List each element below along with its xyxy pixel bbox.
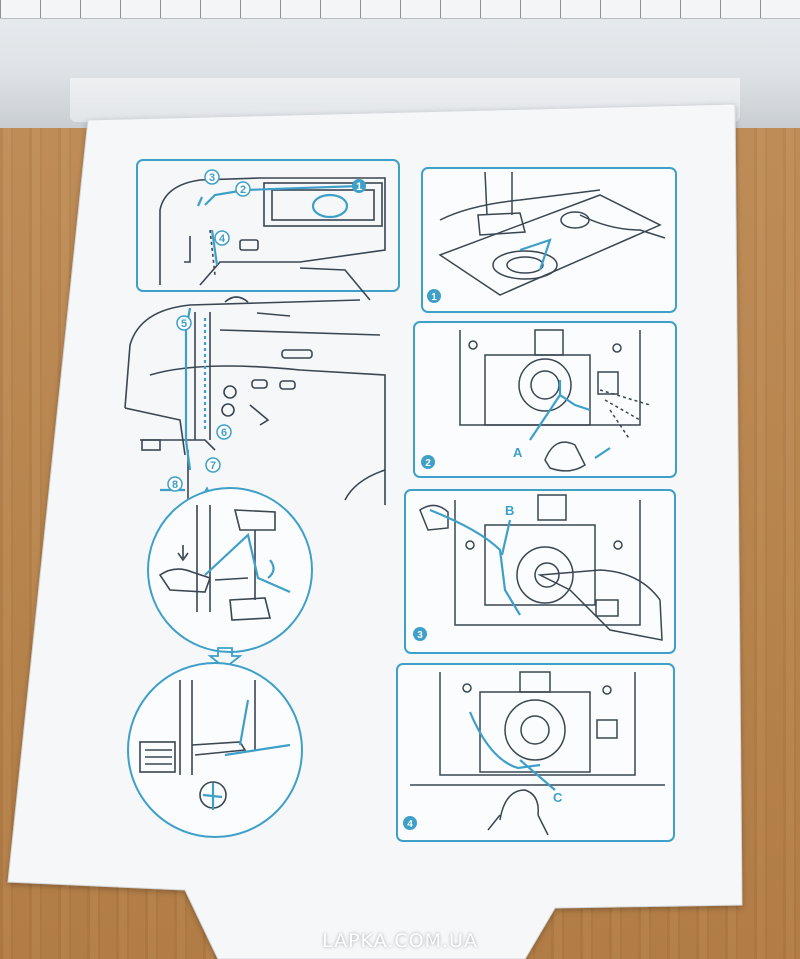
- machine-ruler: [0, 0, 800, 19]
- svg-text:1: 1: [356, 181, 362, 193]
- callout-label-b: B: [505, 503, 514, 518]
- needle-eye-zoom-circle: [127, 662, 303, 838]
- svg-text:6: 6: [221, 427, 227, 439]
- svg-text:8: 8: [172, 479, 178, 491]
- svg-text:4: 4: [407, 819, 413, 830]
- upper-thread-path: [196, 184, 361, 266]
- down-arrow-icon: [207, 647, 243, 670]
- svg-text:1: 1: [431, 292, 437, 303]
- callout-label-c: C: [553, 790, 563, 805]
- svg-text:2: 2: [240, 184, 246, 196]
- svg-text:3: 3: [209, 172, 215, 184]
- svg-text:4: 4: [219, 233, 226, 245]
- upper-threading-panel: [136, 159, 400, 301]
- bobbin-step-2-panel: A 2: [413, 321, 677, 478]
- svg-text:3: 3: [417, 630, 423, 641]
- watermark-text: LAPKA.COM.UA: [322, 930, 478, 952]
- bobbin-step-1-panel: 1: [421, 167, 677, 313]
- machine-outline-drawing: [124, 296, 386, 505]
- upper-step-markers: 1 2 3 4: [204, 169, 366, 246]
- svg-text:7: 7: [210, 460, 216, 472]
- svg-text:5: 5: [181, 318, 187, 330]
- bobbin-step-4-panel: C 4: [396, 663, 675, 842]
- machine-step-markers: 5 6 7 8: [167, 315, 232, 492]
- bobbin-step-3-panel: B 3: [404, 489, 676, 654]
- svg-text:2: 2: [425, 458, 431, 469]
- needle-threader-zoom-circle: [147, 487, 313, 653]
- callout-label-a: A: [513, 445, 523, 460]
